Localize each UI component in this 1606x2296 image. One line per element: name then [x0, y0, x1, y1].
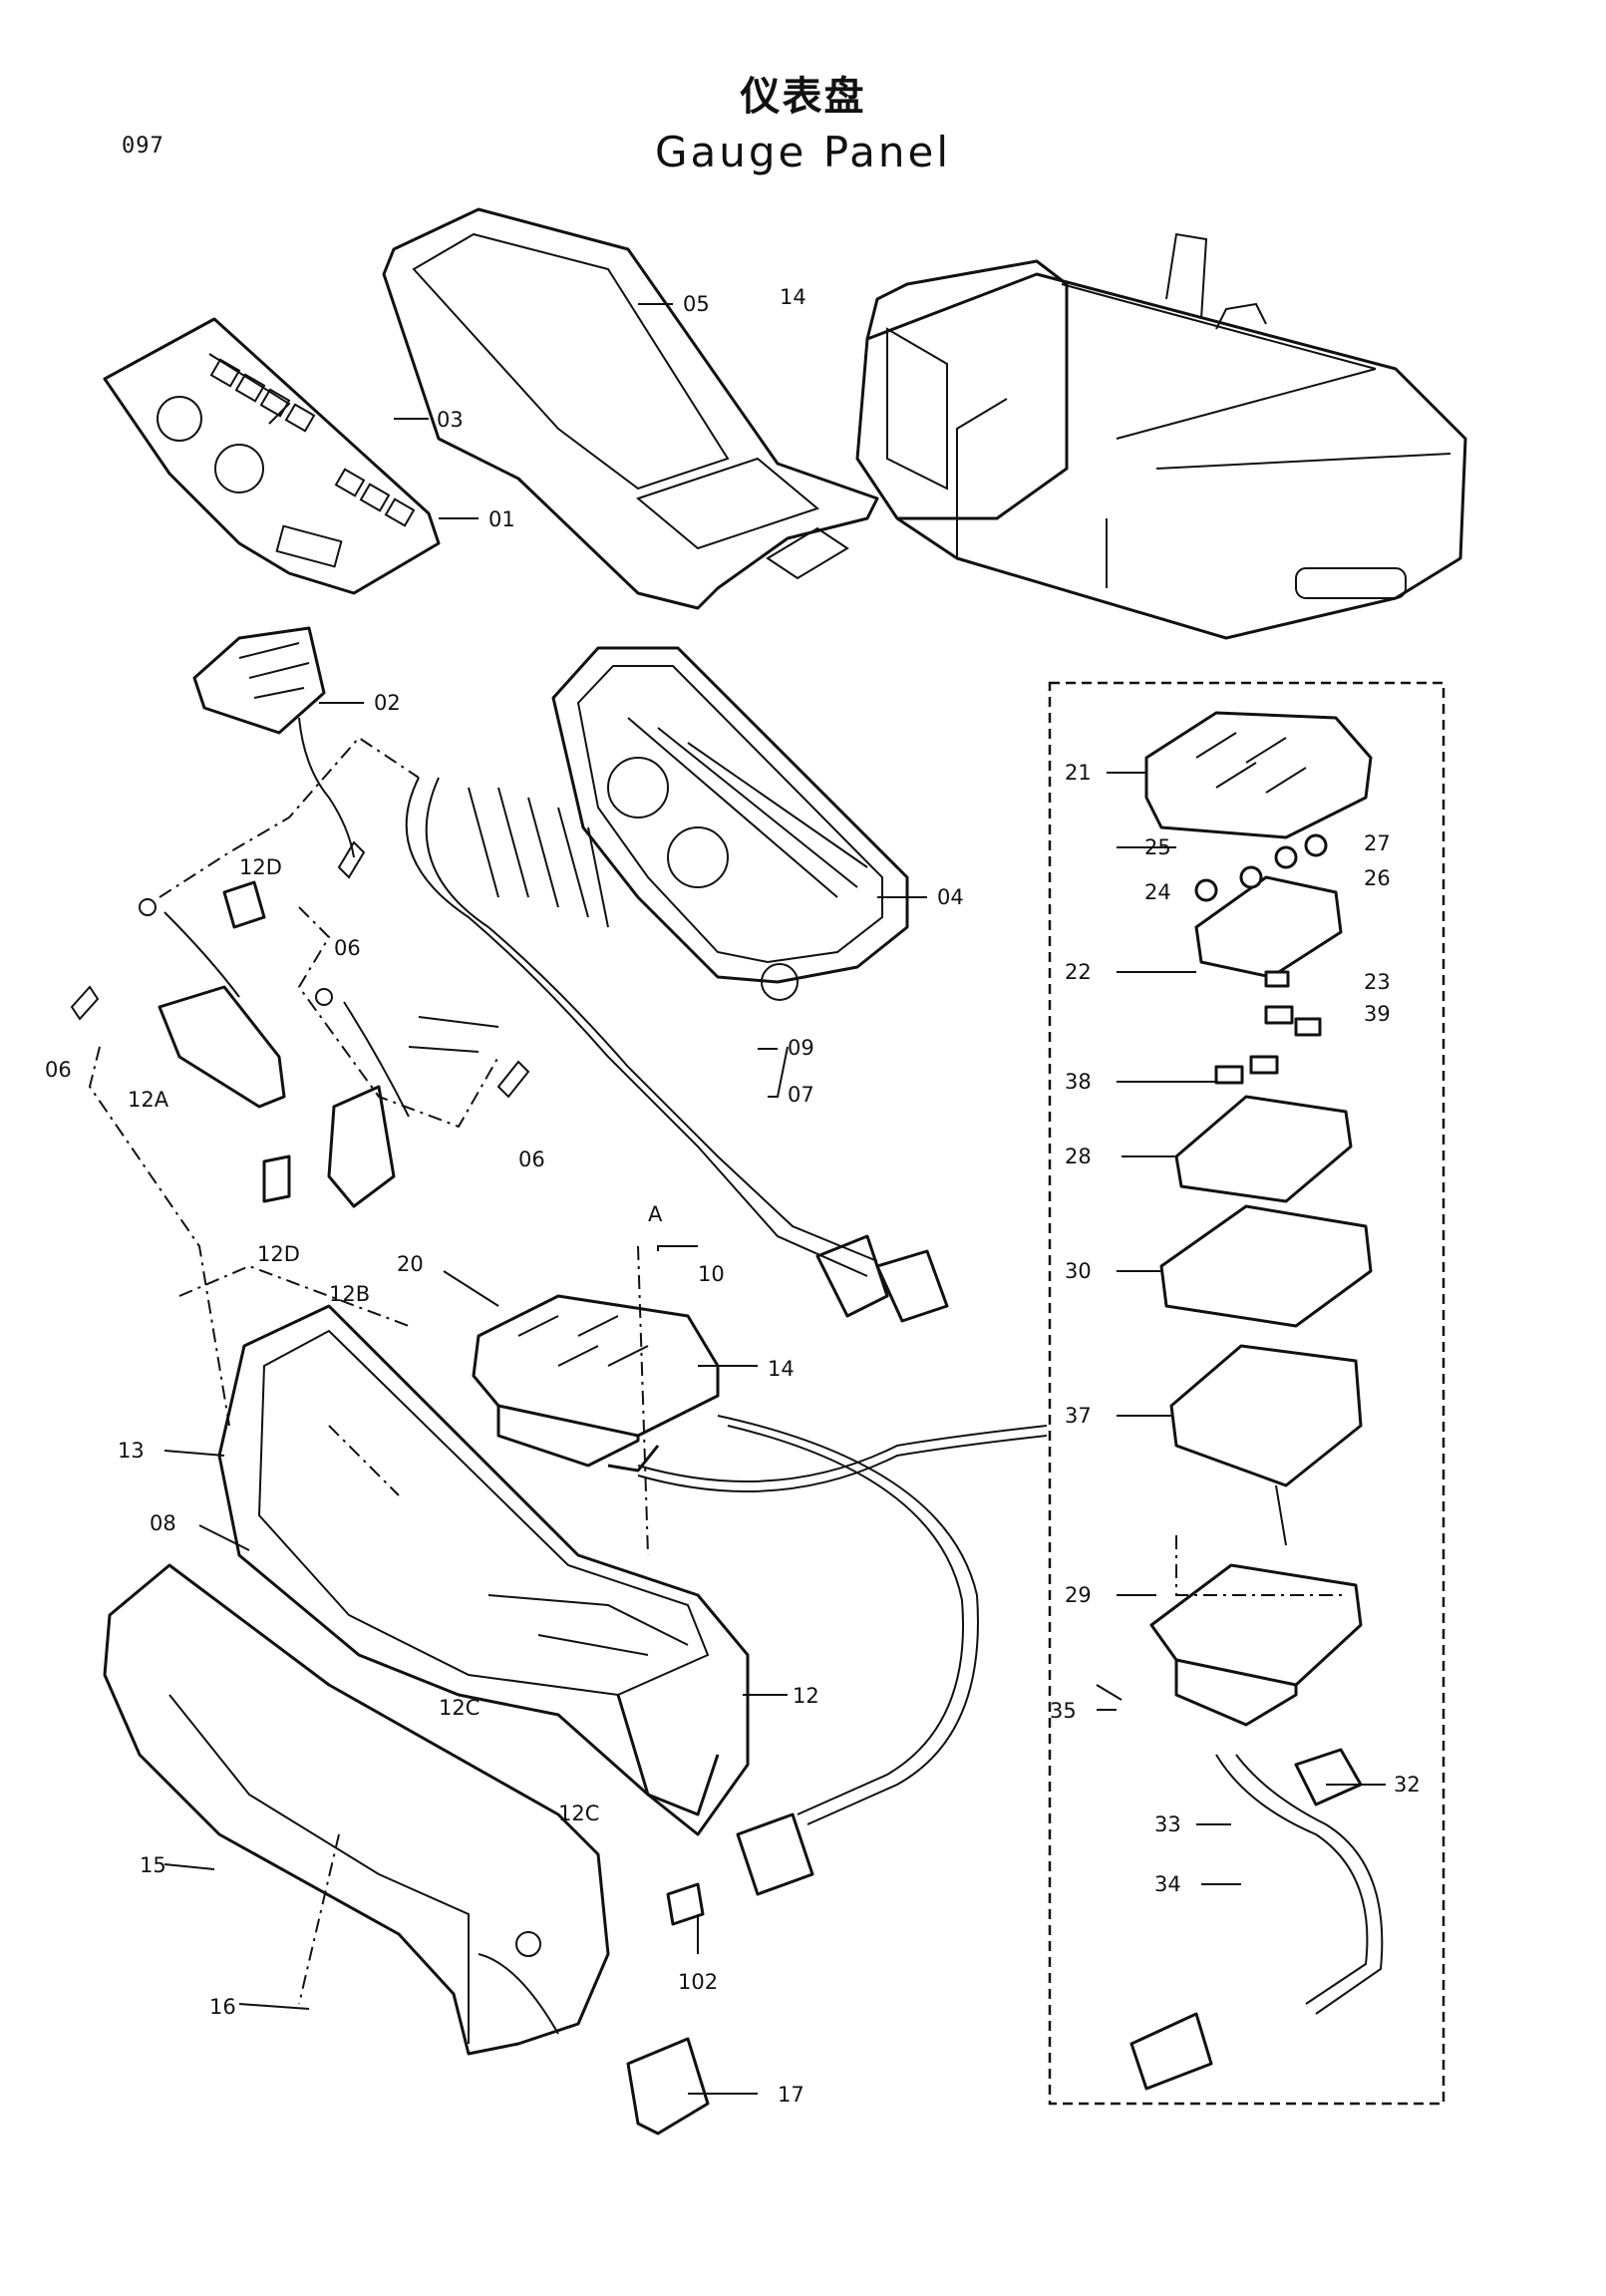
switch-box [472, 1294, 1048, 1492]
callout-06-low: 06 [518, 1148, 545, 1171]
guide-lines [88, 736, 1346, 2005]
callout-08: 08 [150, 1511, 176, 1535]
switch-assembly [192, 626, 355, 858]
callout-26: 26 [1364, 866, 1391, 890]
callout-30: 30 [1065, 1259, 1092, 1283]
callout-04: 04 [937, 885, 964, 909]
callout-34: 34 [1154, 1872, 1181, 1896]
detail-frame [1048, 681, 1445, 2106]
page-title: Gauge Panel [654, 128, 952, 176]
callout-33: 33 [1154, 1812, 1181, 1836]
callout-16: 16 [209, 1995, 236, 2019]
callout-12D-low: 12D [257, 1242, 300, 1266]
gauge-panel-plate [103, 317, 441, 595]
callout-39: 39 [1364, 1002, 1391, 1026]
callout-05: 05 [683, 292, 710, 316]
callout-06-mid: 06 [334, 936, 361, 960]
callout-29: 29 [1065, 1583, 1092, 1607]
callout-12D-top: 12D [239, 855, 282, 879]
relay-and-brackets [70, 840, 530, 1208]
callout-21: 21 [1065, 761, 1092, 785]
switch-module-exploded-view [1096, 711, 1384, 2091]
cap-17 [626, 2037, 710, 2135]
callout-24: 24 [1144, 880, 1171, 904]
callout-37: 37 [1065, 1404, 1092, 1428]
console-frame [217, 1304, 750, 1836]
cab-cover-frame [382, 207, 879, 610]
callout-labels: 05 14 03 01 02 04 12D 06 06 12A 07 09 06… [45, 285, 1421, 2107]
callout-17: 17 [778, 2083, 804, 2107]
callout-27: 27 [1364, 831, 1391, 855]
callout-102: 102 [678, 1970, 718, 1994]
callout-14-top: 14 [780, 285, 806, 309]
callout-12C-lower: 12C [558, 1802, 599, 1825]
callout-22: 22 [1065, 960, 1092, 984]
callout-23: 23 [1364, 970, 1391, 994]
callout-12C-upper: 12C [439, 1696, 480, 1720]
excavator-illustration [855, 232, 1467, 640]
callout-09: 09 [788, 1036, 814, 1060]
callout-38: 38 [1065, 1070, 1092, 1094]
leader-lines [163, 303, 1386, 2095]
page-number: 097 [122, 134, 164, 159]
meter-housing [551, 646, 909, 1001]
callout-14-mid: 14 [768, 1357, 795, 1381]
callout-15: 15 [140, 1853, 166, 1877]
callout-13: 13 [118, 1439, 145, 1463]
callout-35: 35 [1050, 1699, 1077, 1723]
page-title-chinese: 仪表盘 [740, 74, 866, 120]
connector-harness-12 [666, 1415, 979, 1926]
callout-10: 10 [698, 1262, 725, 1286]
callout-25: 25 [1144, 835, 1171, 859]
callout-A: A [648, 1202, 663, 1226]
wiring-harness [405, 777, 949, 1323]
callout-12A: 12A [128, 1088, 169, 1112]
callout-02: 02 [374, 691, 401, 715]
callout-12: 12 [793, 1684, 819, 1708]
callout-12B: 12B [329, 1282, 370, 1306]
callout-06-left: 06 [45, 1058, 72, 1082]
callout-20: 20 [397, 1252, 424, 1276]
callout-07: 07 [788, 1083, 814, 1107]
callout-03: 03 [437, 408, 464, 432]
side-cover-panel [103, 1563, 610, 2056]
callout-32: 32 [1394, 1773, 1421, 1797]
callout-28: 28 [1065, 1145, 1092, 1168]
callout-01: 01 [488, 507, 515, 531]
